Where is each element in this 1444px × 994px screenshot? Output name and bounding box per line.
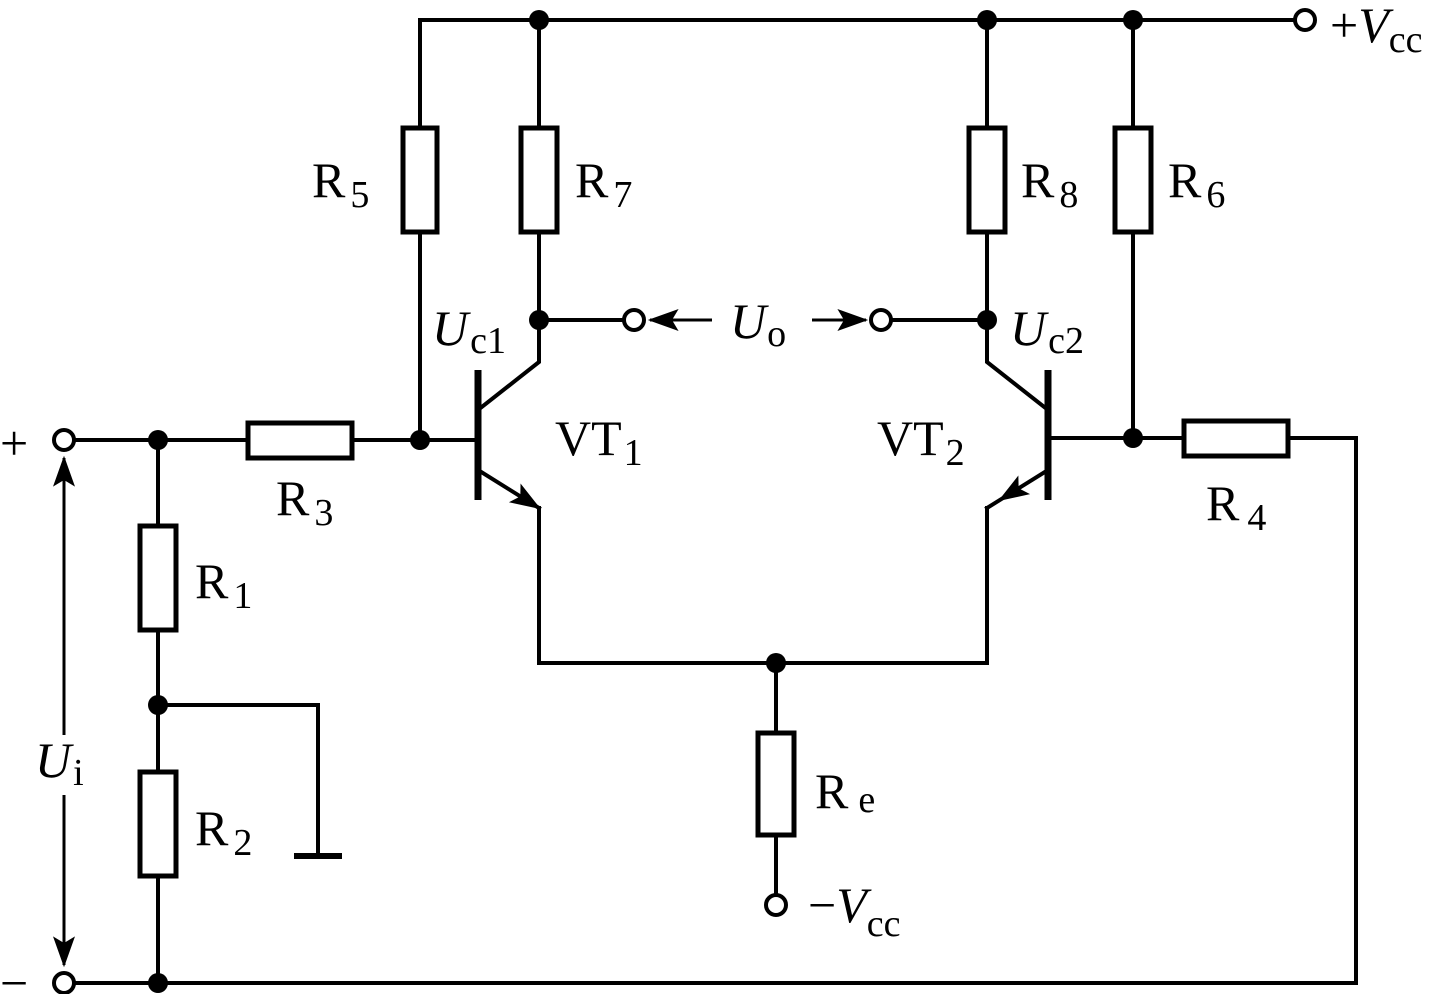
label-input-minus: − bbox=[0, 955, 28, 994]
label-uo: Uo bbox=[730, 293, 786, 355]
resistor-r7 bbox=[518, 125, 560, 235]
label-uc2: Uc2 bbox=[1010, 300, 1084, 362]
label-input-plus: + bbox=[0, 415, 28, 471]
transistor-vt1 bbox=[474, 370, 542, 511]
resistor-r8 bbox=[966, 125, 1008, 235]
terminal-input-plus bbox=[52, 428, 76, 452]
label-vcc-pos: +Vcc bbox=[1330, 0, 1422, 61]
resistor-re bbox=[755, 730, 797, 838]
label-vt1: VT1 bbox=[555, 410, 643, 474]
resistor-r2 bbox=[137, 769, 179, 879]
terminal-vcc-neg bbox=[764, 893, 788, 917]
terminals bbox=[52, 8, 1317, 994]
wires bbox=[72, 18, 1358, 985]
terminal-output-right bbox=[869, 308, 893, 332]
resistor-r4 bbox=[1181, 418, 1291, 459]
resistor-r1 bbox=[137, 523, 179, 633]
resistor-r3 bbox=[245, 420, 355, 461]
transistor-vt2 bbox=[984, 370, 1052, 511]
resistors bbox=[137, 125, 1291, 879]
junctions bbox=[148, 10, 1143, 993]
resistor-r5 bbox=[400, 125, 440, 235]
resistor-r6 bbox=[1112, 125, 1154, 235]
label-uc1: Uc1 bbox=[432, 300, 506, 362]
terminal-output-left bbox=[622, 308, 646, 332]
label-ui: Ui bbox=[35, 732, 84, 794]
terminal-input-minus bbox=[52, 971, 76, 994]
voltage-arrows bbox=[53, 309, 869, 968]
terminal-vcc-pos bbox=[1293, 8, 1317, 32]
label-vt2: VT2 bbox=[877, 410, 965, 474]
label-vcc-neg: −Vcc bbox=[808, 877, 900, 945]
